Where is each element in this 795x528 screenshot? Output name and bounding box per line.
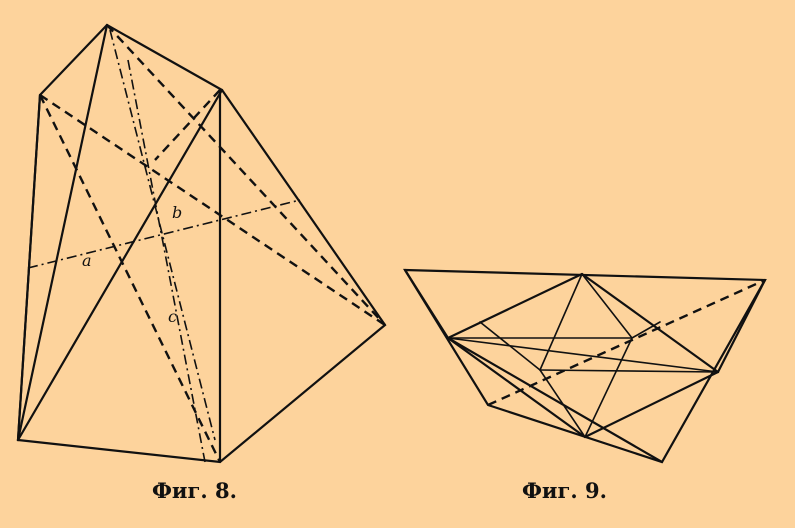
fig9-inner-5 [581, 273, 633, 339]
fig8-axis-label-a: a [82, 251, 92, 270]
fig8-outline [16, 23, 387, 464]
fig8-axis-label-c: c [168, 307, 177, 326]
fig9-inner-6 [539, 369, 586, 438]
figure-9-crystal: Фиг. 9. [402, 268, 767, 503]
fig9-edge-top-apex-right [580, 272, 720, 374]
figure-8-crystal: a b c Фиг. 8. [16, 23, 387, 503]
fig9-inner-7 [584, 337, 633, 438]
fig9-inner-9 [631, 321, 661, 339]
fig8-hidden-edge-2 [106, 24, 386, 326]
fig9-inner-4 [539, 273, 583, 371]
fig8-axis-c [109, 29, 216, 441]
fig8-hidden-edge-1 [39, 94, 386, 326]
fig9-edge-top-to-left [403, 268, 450, 340]
fig8-hidden-edge-4 [154, 89, 221, 161]
fig8-axis-b [127, 59, 206, 463]
fig8-edge-apex-bottom-left [16, 23, 109, 442]
fig9-inner-1 [447, 337, 719, 373]
fig9-caption: Фиг. 9. [522, 478, 607, 503]
fig8-hidden-edge-3 [38, 94, 222, 463]
fig9-inner-8 [479, 321, 541, 371]
fig9-hidden-edge [487, 278, 766, 407]
fig8-axis-a [27, 199, 301, 269]
fig9-edge-left-bottom [446, 336, 664, 464]
fig8-axis-label-b: b [172, 203, 182, 222]
fig9-edge-left-to-bottom [446, 336, 587, 439]
fig9-inner-3 [539, 369, 719, 373]
fig8-caption: Фиг. 8. [152, 478, 237, 503]
fig8-edge-diagonal-front [16, 88, 224, 442]
fig9-edge-right-corner [716, 278, 767, 374]
fig9-edge-top-apex [446, 272, 584, 340]
fig9-edge-right-bottom [583, 370, 720, 439]
